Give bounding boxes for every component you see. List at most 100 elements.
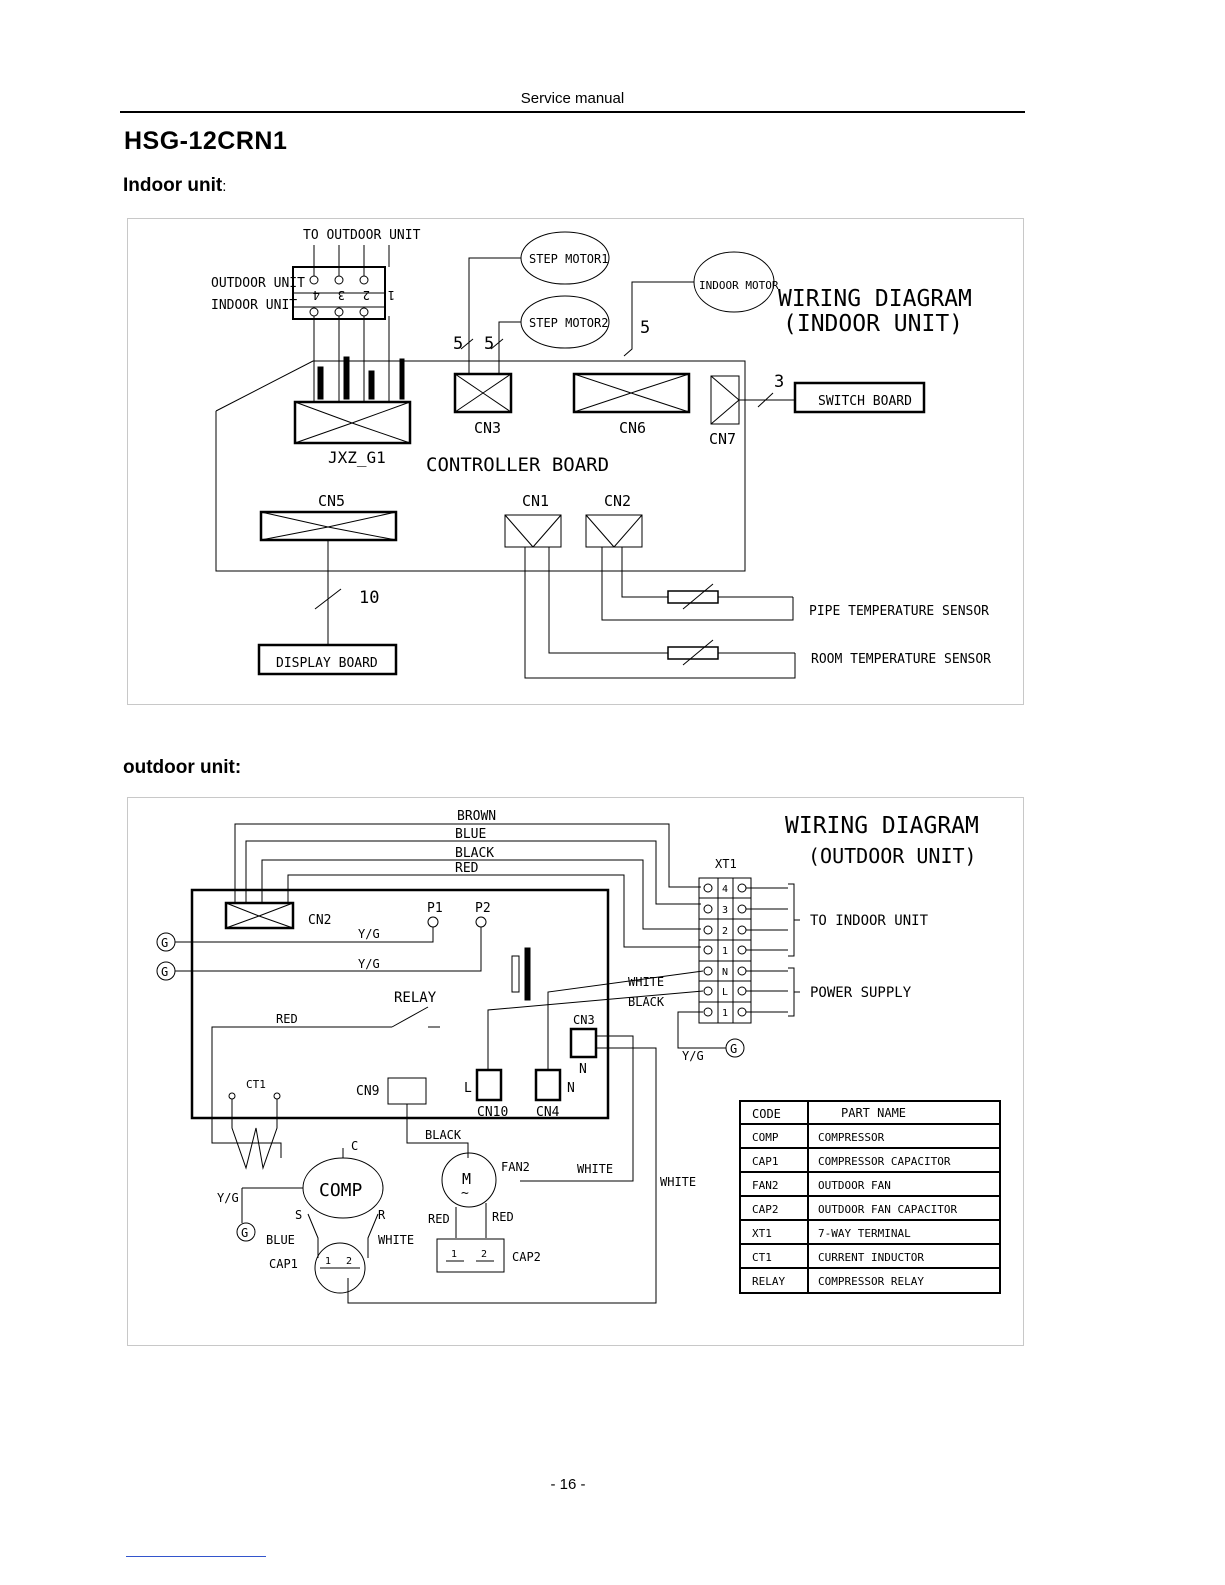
jxz-g1-label: JXZ_G1 — [328, 448, 386, 467]
wire-blue-label: BLUE — [455, 827, 486, 842]
part-code: CAP2 — [752, 1203, 779, 1216]
white-wire-label: WHITE — [660, 1175, 696, 1189]
parts-table — [739, 1100, 1001, 1294]
fan2-label: FAN2 — [501, 1160, 530, 1174]
terminal-number: 3 — [338, 288, 345, 302]
wire-count-5a: 5 — [453, 334, 463, 354]
red-wire-label: RED — [428, 1212, 450, 1226]
cn7-label: CN7 — [709, 430, 736, 448]
xt1-number: 1 — [722, 1008, 728, 1019]
jxz-g1-connector — [293, 400, 412, 445]
wire-brown-label: BROWN — [457, 809, 496, 824]
cn3-connector — [453, 372, 513, 414]
cap2-pin-label: 2 — [481, 1249, 487, 1260]
room-sensor-wiring — [524, 547, 796, 679]
c-label: C — [351, 1139, 358, 1153]
n-label: N — [567, 1081, 575, 1096]
indoor-link-wires — [234, 823, 701, 948]
cap1-pin-label: 1 — [325, 1256, 331, 1267]
black-wire-label: BLACK — [425, 1128, 462, 1142]
cn3-label: CN3 — [573, 1013, 595, 1027]
outdoor-main-board — [190, 888, 610, 1120]
blue-wire-label: BLUE — [266, 1233, 295, 1247]
cn5-connector — [259, 510, 398, 542]
indoor-section-colon: : — [222, 178, 227, 195]
yg-label: Y/G — [682, 1049, 704, 1063]
xt1-number: 2 — [722, 926, 728, 937]
cn10-connector — [475, 1068, 503, 1102]
part-name: OUTDOOR FAN CAPACITOR — [818, 1203, 957, 1216]
cn5-label: CN5 — [318, 492, 345, 510]
outdoor-fan-capacitor — [436, 1238, 505, 1273]
p2-label: P2 — [475, 901, 491, 916]
part-code: XT1 — [752, 1227, 772, 1240]
white-wire-label: WHITE — [628, 975, 664, 989]
terminal-number: 4 — [313, 288, 320, 302]
power-supply-label: POWER SUPPLY — [810, 985, 912, 1001]
wire-count-10: 10 — [359, 588, 379, 608]
part-code: COMP — [752, 1131, 779, 1144]
cn2-label: CN2 — [308, 913, 331, 928]
terminal-number: 2 — [363, 288, 370, 302]
header-rule — [120, 111, 1025, 113]
part-name: COMPRESSOR RELAY — [818, 1275, 924, 1288]
outdoor-diagram-title: WIRING DIAGRAM — [785, 813, 979, 839]
wire-count-3: 3 — [774, 372, 784, 392]
part-name: COMPRESSOR — [818, 1131, 885, 1144]
to-outdoor-unit-label: TO OUTDOOR UNIT — [303, 228, 421, 243]
cn1-label: CN1 — [522, 492, 549, 510]
comp-label: COMP — [319, 1180, 363, 1201]
yg-label: Y/G — [358, 957, 380, 971]
relay-coil — [511, 955, 520, 993]
xt1-number: L — [722, 987, 728, 998]
xt1-number: N — [722, 967, 728, 978]
xt1-terminal-strip — [698, 877, 752, 1024]
cap2-pin-label: 1 — [451, 1249, 457, 1260]
ground-label: G — [241, 1226, 248, 1240]
ground-label: G — [730, 1042, 737, 1056]
xt1-label: XT1 — [715, 857, 737, 871]
part-code: RELAY — [752, 1275, 785, 1288]
cn2-connector — [224, 901, 295, 930]
compressor-capacitor — [314, 1242, 366, 1294]
cap1-label: CAP1 — [269, 1257, 298, 1271]
cn3-label: CN3 — [474, 419, 501, 437]
terminal-screws — [309, 245, 390, 317]
ground-label: G — [161, 965, 168, 979]
cn9-connector — [387, 1077, 427, 1105]
indoor-diagram-subtitle: (INDOOR UNIT) — [783, 311, 963, 337]
pipe-sensor-wiring — [601, 547, 794, 621]
cn2-label: CN2 — [604, 492, 631, 510]
indoor-diagram-title: WIRING DIAGRAM — [778, 286, 972, 312]
parts-header-name: PART NAME — [841, 1106, 906, 1120]
cap2-label: CAP2 — [512, 1250, 541, 1264]
model-title: HSG-12CRN1 — [124, 127, 288, 155]
indoor-section-label-text: Indoor unit — [123, 175, 223, 196]
parts-header-code: CODE — [752, 1107, 781, 1121]
ct1-inductor — [231, 1099, 278, 1170]
switch-board-label: SWITCH BOARD — [818, 394, 912, 409]
relay-label: RELAY — [394, 990, 437, 1006]
footer-link-underline[interactable] — [126, 1556, 266, 1557]
part-name: OUTDOOR FAN — [818, 1179, 891, 1192]
p1-terminal — [427, 916, 439, 928]
controller-board-label: CONTROLLER BOARD — [426, 454, 609, 476]
s-label: S — [295, 1208, 302, 1222]
terminal-wires — [313, 316, 405, 401]
running-header: Service manual — [520, 90, 625, 107]
cn9-label: CN9 — [356, 1084, 379, 1099]
wire-count-5c: 5 — [640, 318, 650, 338]
cn10-label: CN10 — [477, 1105, 508, 1120]
white-wire-label: WHITE — [577, 1162, 613, 1176]
xt1-number: 4 — [722, 884, 728, 895]
wire-count-5b: 5 — [484, 334, 494, 354]
ground-label: G — [161, 936, 168, 950]
outdoor-fan-motor — [441, 1152, 497, 1208]
white-wire-label: WHITE — [378, 1233, 414, 1247]
display-board — [257, 643, 398, 676]
wire-red-label: RED — [455, 861, 479, 876]
p1-label: P1 — [427, 901, 443, 916]
indoor-wiring-diagram: WIRING DIAGRAM (INDOOR UNIT) TO OUTDOOR … — [127, 218, 1024, 705]
wire-black-label: BLACK — [455, 846, 494, 861]
r-label: R — [378, 1208, 386, 1222]
